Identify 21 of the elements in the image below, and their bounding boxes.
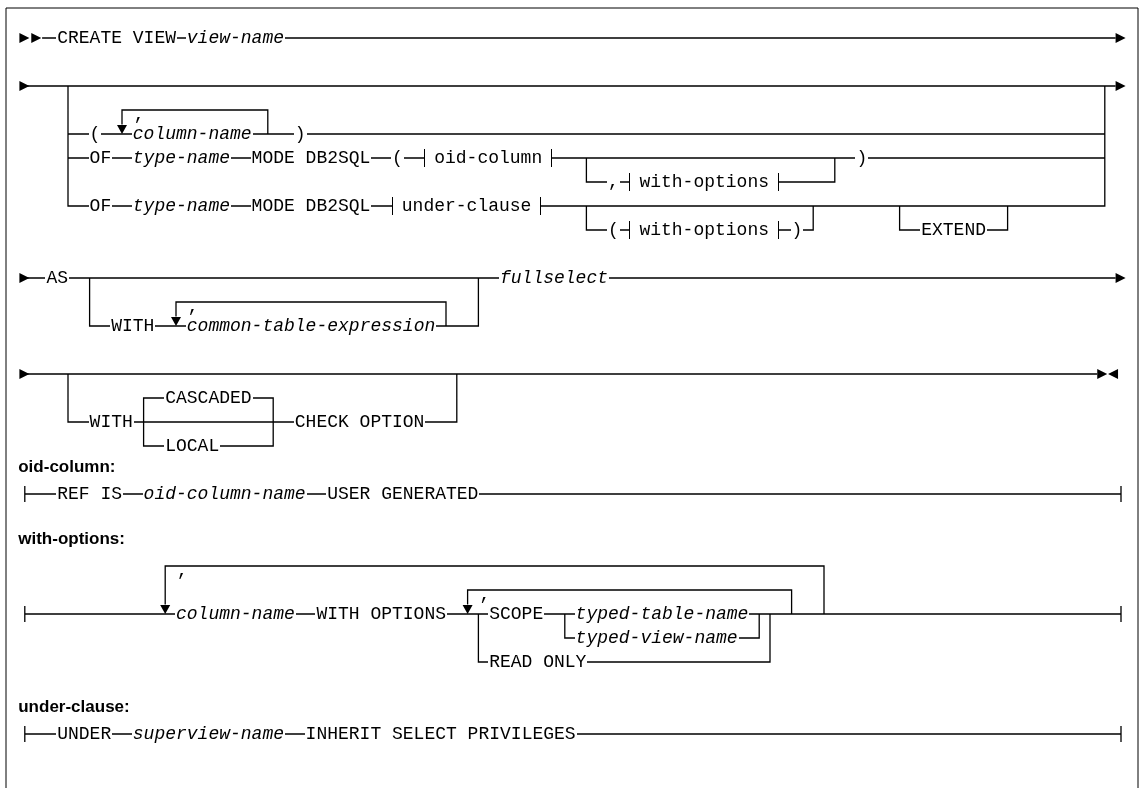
comma-separator: ,	[132, 110, 146, 125]
parenthesis: )	[855, 147, 869, 169]
comma-separator: ,	[176, 566, 189, 581]
fragment-heading: under-clause:	[17, 696, 131, 718]
parenthesis: )	[790, 219, 804, 241]
parenthesis: (	[391, 147, 404, 169]
fragment-reference: with-options	[629, 221, 779, 239]
comma-separator: ,	[478, 590, 492, 605]
comma-separator: ,	[186, 302, 200, 317]
variable-name: superview-name	[131, 723, 286, 745]
variable-name: common-table-expression	[185, 315, 437, 337]
fragment-reference: with-options	[629, 173, 779, 191]
fragment-heading: oid-column:	[17, 456, 117, 478]
fragment-reference: oid-column	[424, 149, 553, 167]
parenthesis: )	[293, 123, 307, 145]
variable-name: typed-table-name	[574, 603, 750, 625]
variable-name: typed-view-name	[574, 627, 739, 649]
parenthesis: (	[88, 123, 102, 145]
parenthesis: (	[607, 219, 620, 241]
fragment-reference: under-clause	[391, 197, 542, 215]
fragment-heading: with-options:	[17, 528, 126, 550]
